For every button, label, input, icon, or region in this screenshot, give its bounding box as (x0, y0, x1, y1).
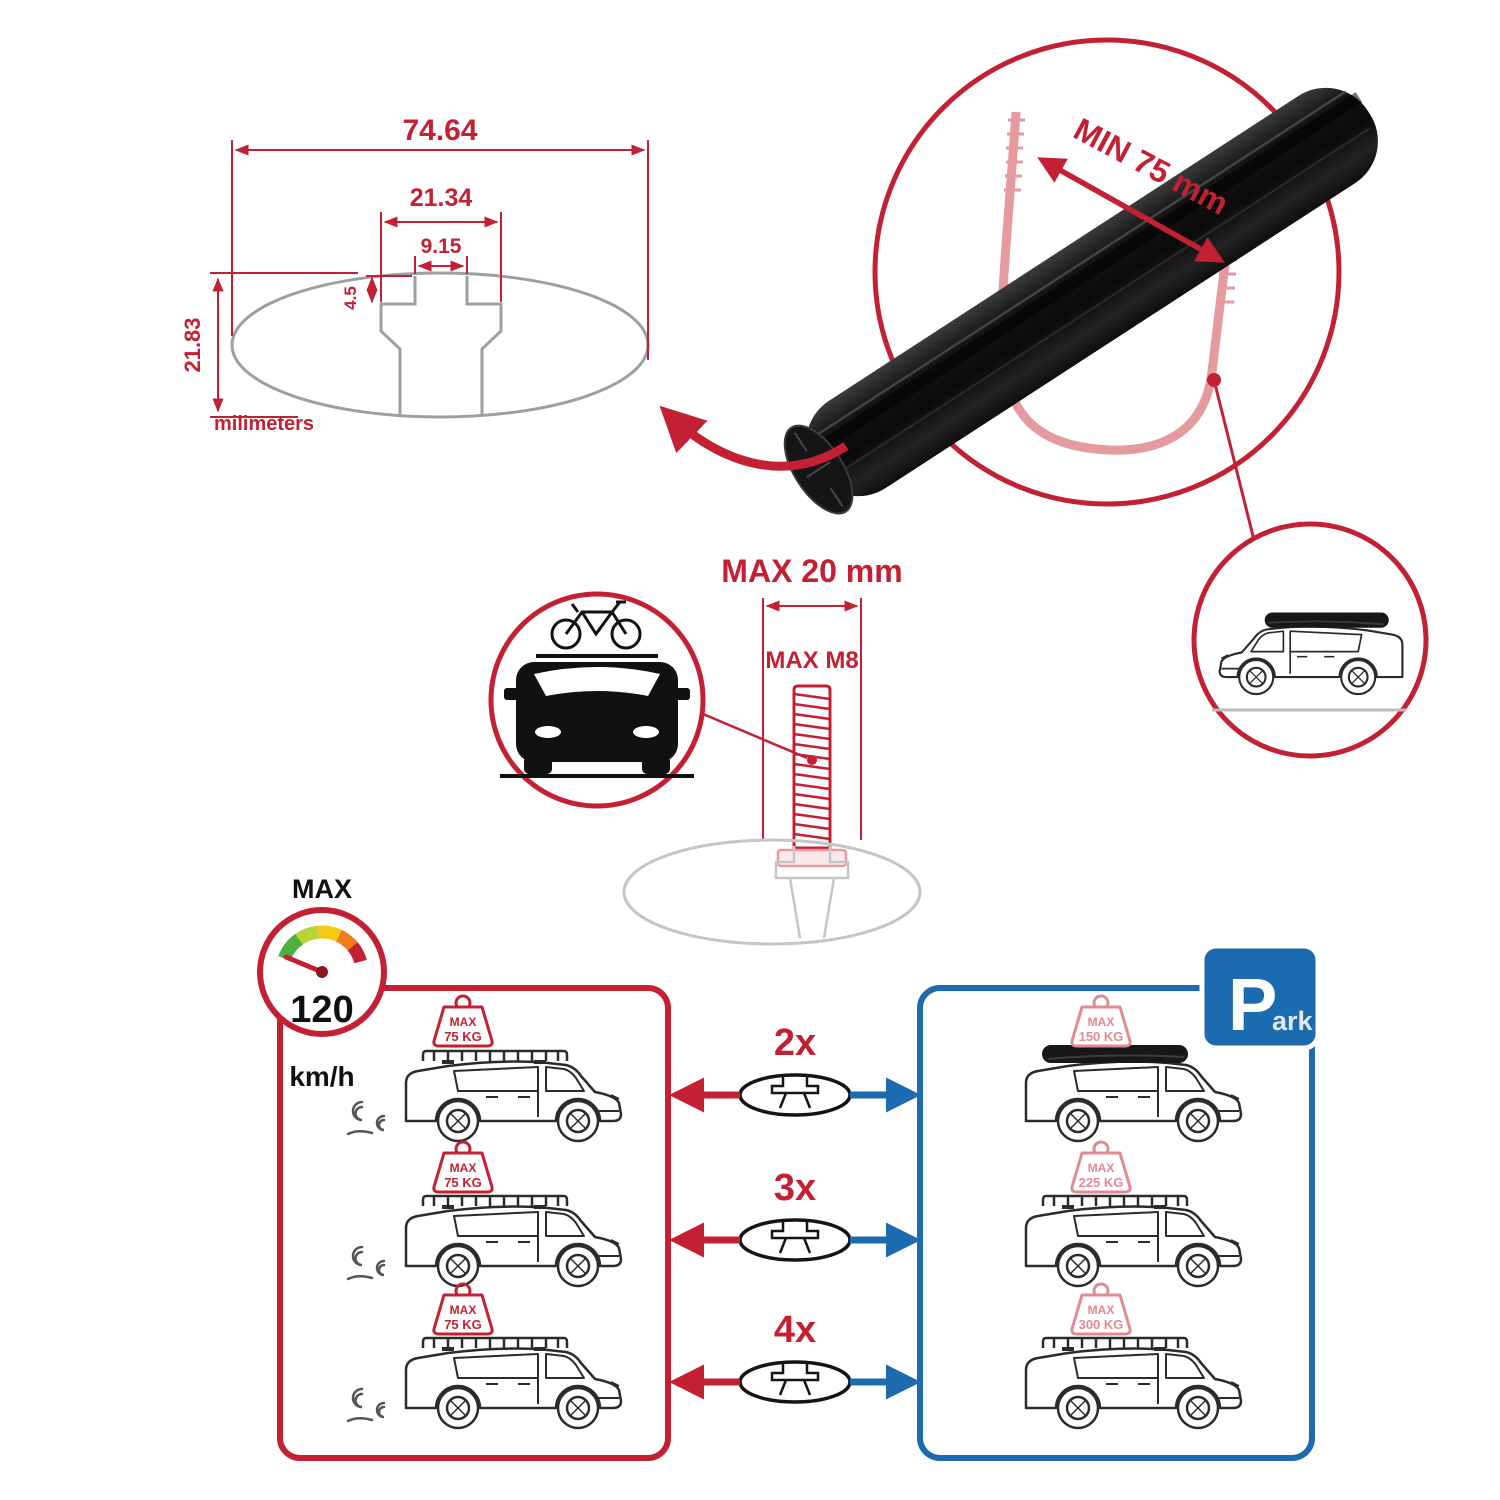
park-suffix: ark (1272, 1006, 1314, 1036)
tag-max-label: MAX (1088, 1015, 1115, 1029)
suv-roofbox-bubble (1191, 521, 1429, 759)
tag-weight: 75 KG (444, 1317, 482, 1332)
speed-limit-gauge: MAX 120 km/h (257, 874, 387, 1092)
tag-weight: 300 KG (1079, 1317, 1124, 1332)
bolt-callout-line (702, 712, 808, 760)
tag-max-label: MAX (450, 1015, 477, 1029)
total-height-value: 21.83 (180, 317, 205, 372)
weight-tag: MAX 75 KG (432, 1140, 494, 1194)
gauge-needle (283, 954, 325, 975)
bolt-detail: MAX 20 mm MAX M8 (488, 553, 922, 946)
driving-car-row-1: MAX 75 KG (346, 994, 623, 1143)
speed-value: 120 (290, 989, 353, 1031)
driving-car-row-3: MAX 75 KG (346, 1282, 623, 1430)
zoom-circle (872, 37, 1342, 507)
bar-count-row-3: 4x (669, 1309, 921, 1404)
weight-tag: MAX 225 KG (1070, 1140, 1132, 1194)
bar-count-label: 4x (774, 1309, 816, 1351)
tag-max-label: MAX (1088, 1161, 1115, 1175)
units-label: milimeters (214, 413, 314, 435)
weight-tag: MAX 150 KG (1070, 994, 1132, 1048)
bar-count-row-1: 2x (669, 1022, 921, 1117)
parked-car-row-3: MAX 300 KG (1024, 1282, 1243, 1430)
weight-tag: MAX 75 KG (432, 994, 494, 1048)
lip-depth-value: 4.5 (341, 286, 360, 310)
tag-weight: 75 KG (444, 1175, 482, 1190)
speed-max-label: MAX (292, 874, 352, 904)
driving-car-row-2: MAX 75 KG (346, 1140, 623, 1288)
faded-profile (622, 838, 922, 946)
parked-car-row-1: MAX 150 KG (1024, 994, 1243, 1143)
park-letter: P (1228, 963, 1277, 1046)
bolt-dimension-lines (762, 598, 862, 840)
weight-tag: MAX 300 KG (1070, 1282, 1132, 1336)
min-span-arrow (1037, 157, 1225, 263)
profile-ellipse (230, 271, 650, 419)
bar-count-label: 3x (774, 1167, 816, 1209)
tag-weight: 75 KG (444, 1029, 482, 1044)
tag-weight: 150 KG (1079, 1029, 1124, 1044)
callout-line (1212, 379, 1258, 549)
car-front-icon (500, 654, 694, 778)
profile-dimension-drawing: 74.64 21.34 9.15 4.5 21.83 milimeters (180, 114, 650, 435)
parked-car-row-2: MAX 225 KG (1024, 1140, 1243, 1288)
profile-pointer-arrow (659, 405, 849, 471)
speed-unit: km/h (289, 1061, 354, 1092)
dimension-lines (210, 140, 649, 418)
bolt-callout-dot (807, 755, 817, 765)
bolt-max-length-label: MAX 20 mm (721, 553, 902, 589)
weight-tag: MAX 75 KG (432, 1282, 494, 1336)
bar-count-label: 2x (774, 1022, 816, 1064)
park-sign: P ark (1199, 943, 1321, 1051)
bar-count-row-2: 3x (669, 1167, 921, 1262)
tag-max-label: MAX (450, 1303, 477, 1317)
tag-weight: 225 KG (1079, 1175, 1124, 1190)
bicycle-icon (550, 600, 642, 650)
profile-t-slot (379, 276, 503, 414)
capacity-section: MAX 120 km/h P ark (257, 874, 1321, 1461)
slot-outer-width-value: 21.34 (410, 184, 473, 212)
total-width-value: 74.64 (402, 114, 477, 147)
car-front-bubble (488, 591, 706, 809)
bolt-thread-label: MAX M8 (765, 647, 858, 674)
tag-max-label: MAX (1088, 1303, 1115, 1317)
slot-inner-width-value: 9.15 (421, 235, 462, 258)
tag-max-label: MAX (450, 1161, 477, 1175)
gauge-hub (316, 966, 328, 978)
